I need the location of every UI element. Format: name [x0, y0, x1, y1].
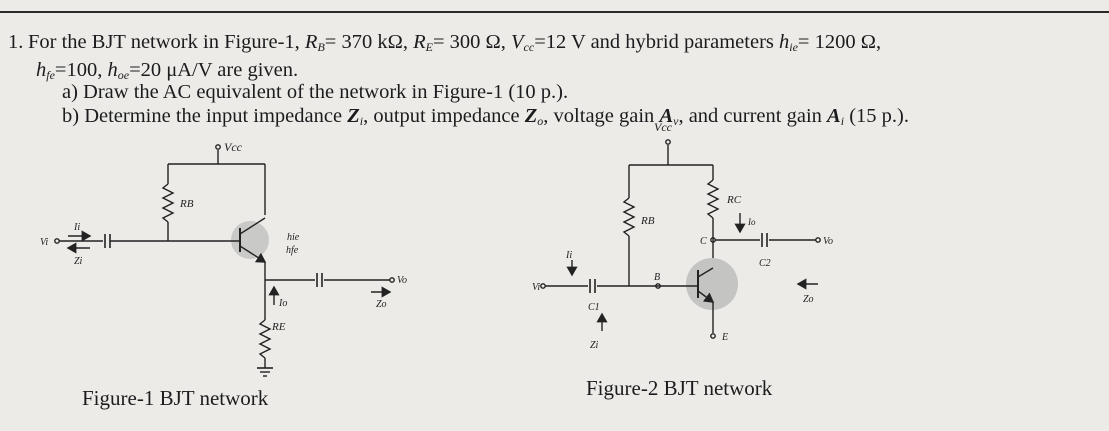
part-b-text-3: , voltage gain	[543, 105, 660, 127]
fig2-zo-label: Zo	[803, 294, 814, 305]
fig1-hfe-label: hfe	[286, 245, 299, 256]
question-line-2: hfe=100, hoe=20 μA/V are given.	[36, 58, 298, 87]
fig2-vo-label: Vo	[823, 236, 833, 247]
hfe-value: =100,	[54, 59, 108, 81]
question-intro: For the BJT network in Figure-1,	[28, 31, 305, 53]
fig2-collector-lead	[697, 267, 714, 278]
part-b-text-4: , and current gain	[678, 105, 828, 127]
hoe-value: =20 μA/V are given.	[129, 59, 299, 81]
re-subscript: E	[425, 40, 433, 54]
part-b-text-1: b) Determine the input impedance	[62, 105, 348, 127]
fig2-c2-label: C2	[759, 258, 771, 269]
av-subscript: v	[673, 114, 679, 128]
fig2-vi-terminal	[540, 283, 546, 289]
fig2-transistor-shading	[686, 258, 738, 310]
re-symbol: R	[413, 31, 426, 53]
vcc-value: =12 V and hybrid parameters	[534, 31, 779, 53]
fig1-io-label: Io	[278, 298, 287, 309]
fig2-rb-resistor	[622, 197, 636, 237]
zi-subscript: i	[359, 114, 364, 128]
fig1-collector-lead	[239, 217, 266, 235]
fig2-b-node	[655, 283, 661, 289]
fig1-vi-label: Vi	[40, 237, 48, 248]
fig1-hie-label: hie	[287, 232, 300, 243]
fig2-vcc-terminal	[665, 139, 671, 145]
fig1-vcc-terminal	[215, 144, 221, 150]
part-a: a) Draw the AC equivalent of the network…	[62, 81, 569, 103]
figure-2-circuit: Vcc RB RC Io C C2 Vo Zo Vi C1	[532, 120, 833, 351]
figure-1-caption: Figure-1 BJT network	[82, 386, 269, 410]
fig2-vcc-label: Vcc	[654, 120, 673, 134]
fig2-vo-terminal	[815, 237, 821, 243]
fig2-ii-label: Ii	[565, 250, 572, 261]
fig2-b-label: B	[654, 272, 660, 283]
hie-symbol: h	[779, 31, 790, 53]
hie-subscript: ie	[789, 40, 798, 54]
fig2-rb-label: RB	[640, 215, 655, 227]
fig2-c-label: C	[700, 236, 707, 247]
question-line-1: For the BJT network in Figure-1, RB= 370…	[28, 30, 881, 59]
re-value: = 300 Ω,	[432, 31, 512, 53]
fig1-rb-label: RB	[179, 198, 194, 210]
rb-symbol: R	[304, 31, 318, 53]
hie-value: = 1200 Ω,	[797, 31, 882, 53]
fig1-emitter-lead	[239, 245, 267, 263]
hfe-subscript: fe	[46, 68, 55, 82]
zo-subscript: o	[537, 114, 544, 128]
fig1-zo-label: Zo	[376, 299, 387, 310]
ai-symbol: A	[827, 105, 841, 127]
fig1-re-resistor	[258, 319, 272, 359]
fig2-e-label: E	[721, 332, 728, 343]
rb-value: = 370 kΩ,	[324, 31, 414, 53]
figure-2-caption: Figure-2 BJT network	[586, 376, 773, 400]
fig2-rc-label: RC	[726, 194, 742, 206]
fig1-ii-label: Ii	[73, 222, 80, 233]
fig1-vi-terminal	[54, 238, 60, 244]
fig1-vo-terminal	[389, 277, 395, 283]
fig2-emitter-lead	[697, 290, 715, 303]
zi-symbol: Z	[347, 105, 360, 127]
zo-symbol: Z	[524, 105, 538, 127]
vcc-subscript: cc	[523, 40, 535, 54]
fig1-transistor-shading	[231, 221, 269, 259]
part-b-text-2: , output impedance	[363, 105, 525, 127]
hoe-subscript: oe	[117, 68, 130, 82]
part-b-text-5: (15 p.).	[844, 105, 909, 127]
fig1-vo-label: Vo	[397, 275, 407, 286]
fig2-e-terminal	[710, 333, 716, 339]
part-b: b) Determine the input impedance Zi, out…	[62, 104, 909, 133]
hfe-symbol: h	[36, 59, 47, 81]
fig1-zi-label: Zi	[74, 256, 83, 267]
fig2-zi-label: Zi	[590, 340, 599, 351]
fig2-rc-resistor	[706, 179, 720, 219]
fig1-vcc-label: Vcc	[224, 140, 243, 154]
top-rule	[0, 11, 1109, 13]
question-number: 1.	[8, 31, 24, 53]
fig2-c1-label: C1	[588, 302, 600, 313]
ai-subscript: i	[840, 114, 845, 128]
rb-subscript: B	[317, 40, 325, 54]
figure-1-circuit: Vcc RB hie hfe Vi Ii Zi Vo Zo Io	[40, 140, 407, 377]
fig1-re-label: RE	[271, 321, 286, 333]
fig2-vi-label: Vi	[532, 282, 540, 293]
fig1-rb-resistor	[161, 183, 175, 223]
hoe-symbol: h	[107, 59, 118, 81]
av-symbol: A	[659, 105, 674, 127]
fig2-io-label: Io	[747, 217, 756, 227]
vcc-symbol: V	[511, 31, 524, 53]
